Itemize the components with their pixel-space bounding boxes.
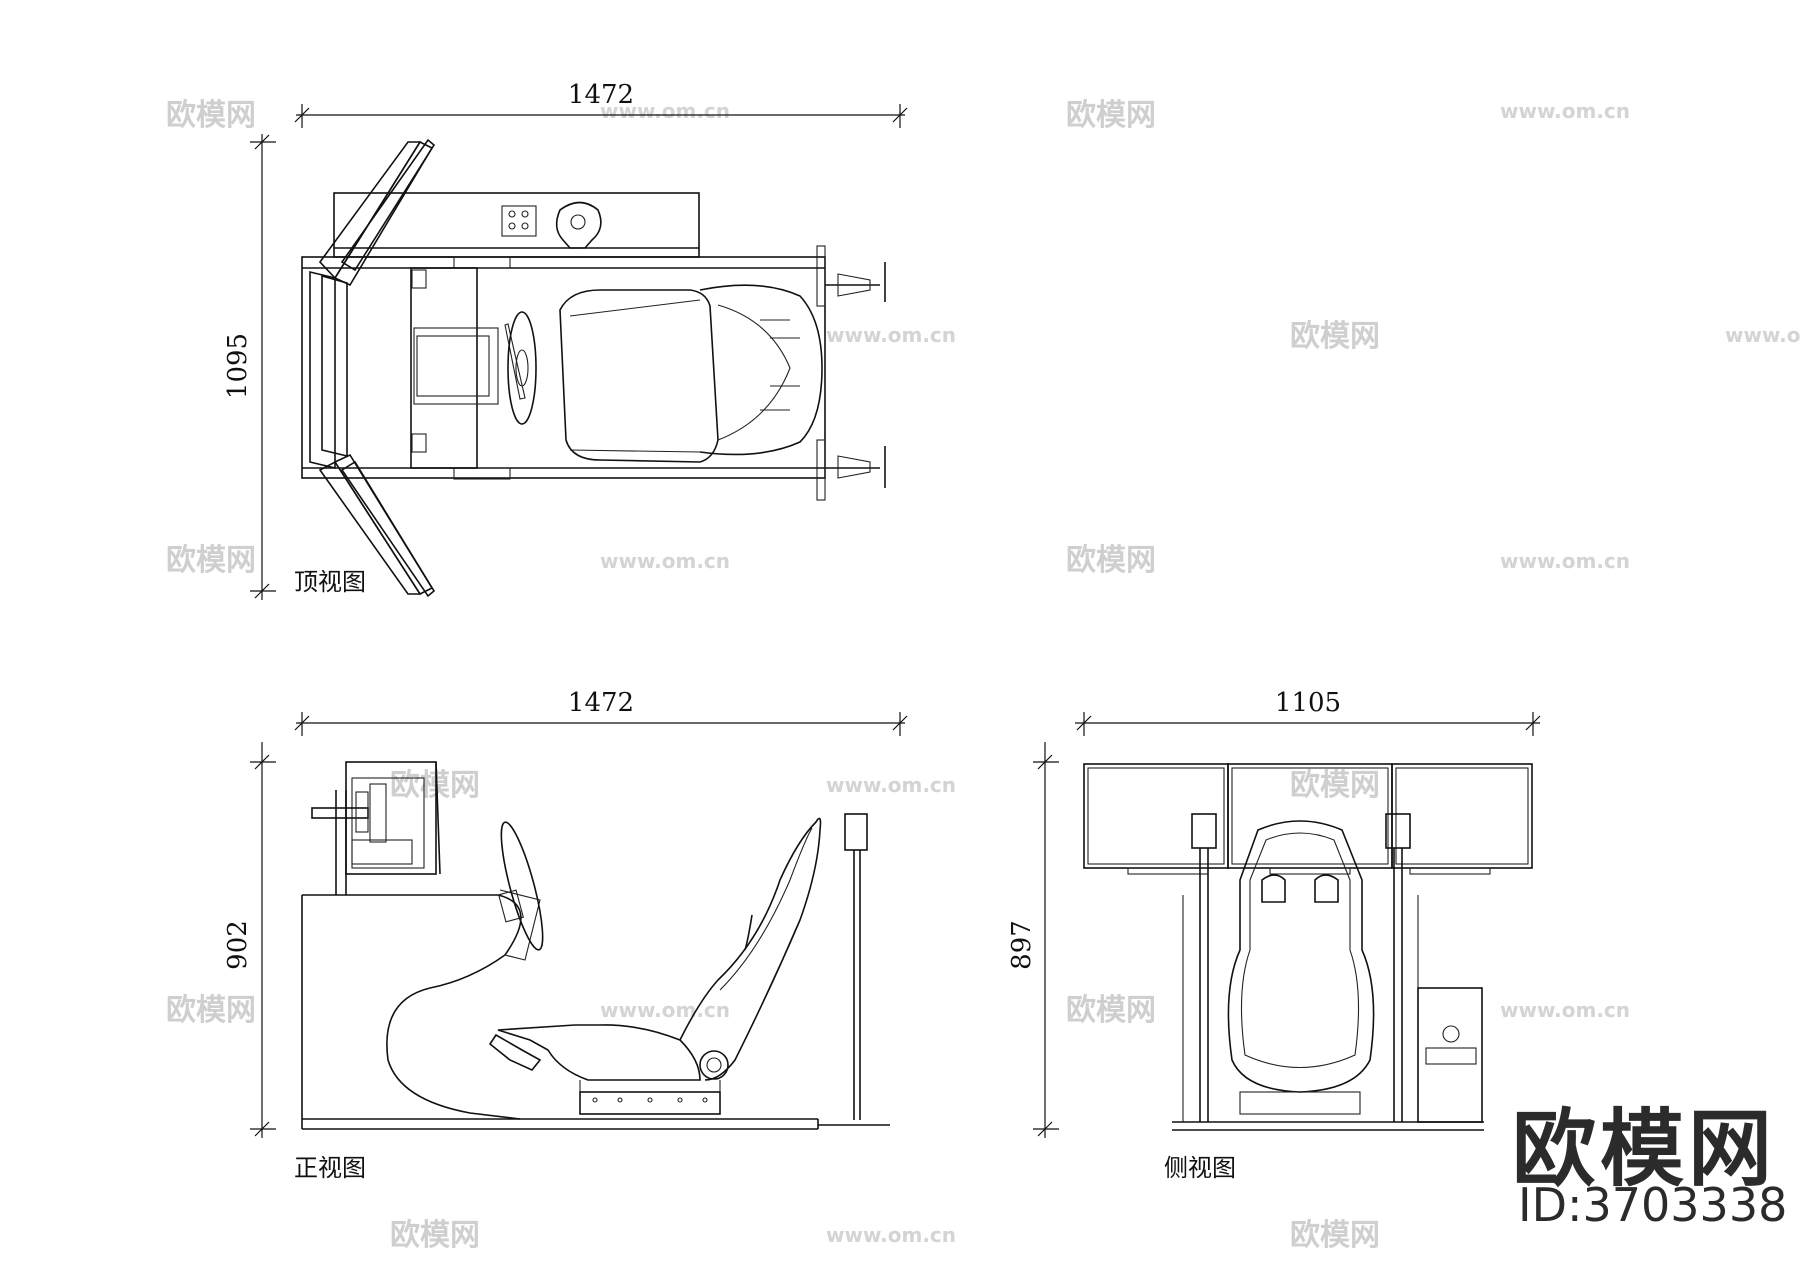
top-depth-dimension: 1095 (223, 134, 276, 600)
front-width-dimension: 1472 (294, 688, 908, 736)
top-view-label: 顶视图 (294, 568, 366, 596)
top-depth-value: 1095 (223, 333, 253, 399)
front-view: 1472 902 (223, 688, 908, 1182)
model-id: ID:3703338 (1518, 1178, 1788, 1232)
watermark-url: www.om.cn (600, 549, 730, 573)
watermark-url: www.om.cn (826, 323, 956, 347)
watermark-brand: 欧模网 (1066, 98, 1156, 133)
front-view-label: 正视图 (294, 1154, 366, 1182)
watermark-brand: 欧模网 (1290, 319, 1380, 354)
side-width-value: 1105 (1275, 688, 1341, 718)
watermark-url: www.om.cn (600, 998, 730, 1022)
brand-logo: 欧模网 (1512, 1100, 1777, 1198)
watermark-brand: 欧模网 (1066, 543, 1156, 578)
watermark-url: www.om.cn (826, 1223, 956, 1247)
watermark-brand: 欧模网 (1290, 768, 1380, 803)
watermark-url: www.om.cn (600, 99, 730, 123)
watermark-brand: 欧模网 (166, 543, 256, 578)
top-view: 1472 1095 (223, 80, 908, 600)
side-height-value: 897 (1007, 920, 1037, 970)
front-height-dimension: 902 (223, 742, 276, 1138)
watermark-url: www.om.cn (826, 773, 956, 797)
front-height-value: 902 (223, 920, 253, 970)
watermark-layer: 欧模网 欧模网 欧模网 欧模网 欧模网 欧模网 欧模网 欧模网 欧模网 欧模网 … (166, 98, 1800, 1253)
watermark-url: www.om.cn (1500, 99, 1630, 123)
watermark-brand: 欧模网 (166, 993, 256, 1028)
side-view: 1105 897 (1007, 688, 1541, 1182)
watermark-brand: 欧模网 (1290, 1218, 1380, 1253)
top-width-value: 1472 (568, 80, 634, 110)
side-view-label: 侧视图 (1164, 1154, 1236, 1182)
watermark-brand: 欧模网 (390, 1218, 480, 1253)
watermark-brand: 欧模网 (1066, 993, 1156, 1028)
side-width-dimension: 1105 (1075, 688, 1541, 736)
watermark-url: www.om.cn (1500, 549, 1630, 573)
watermark-brand: 欧模网 (166, 98, 256, 133)
front-width-value: 1472 (568, 688, 634, 718)
watermark-url: www.om.cn (1725, 323, 1800, 347)
watermark-url: www.om.cn (1500, 998, 1630, 1022)
watermark-brand: 欧模网 (390, 768, 480, 803)
top-width-dimension: 1472 (294, 80, 908, 128)
side-height-dimension: 897 (1007, 742, 1059, 1138)
